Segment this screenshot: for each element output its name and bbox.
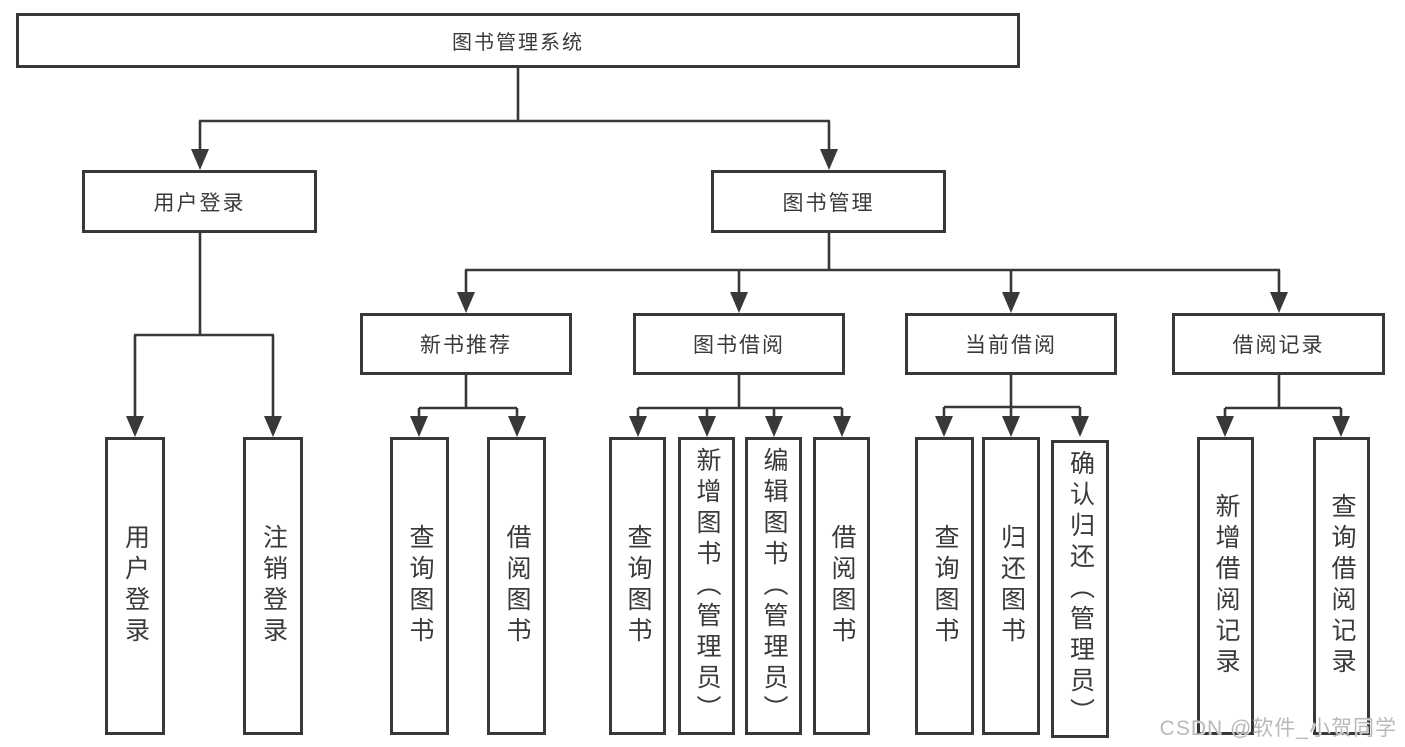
node-new-book-rec: 新书推荐 [360,313,572,375]
node-book-mgmt: 图书管理 [711,170,946,233]
leaf-current-query: 查询图书 [915,437,974,735]
node-label: 新增图书（管理员） [693,446,721,726]
node-label: 归还图书 [997,524,1026,648]
node-label: 图书管理系统 [452,32,584,54]
leaf-borrow-borrow: 借阅图书 [813,437,870,735]
node-label: 当前借阅 [965,334,1057,357]
leaf-record-query: 查询借阅记录 [1313,437,1370,735]
leaf-logout: 注销登录 [243,437,303,735]
node-label: 查询借阅记录 [1328,493,1356,679]
node-user-login: 用户登录 [82,170,317,233]
leaf-newbook-query: 查询图书 [390,437,449,735]
leaf-user-login: 用户登录 [105,437,165,735]
node-label: 借阅记录 [1232,334,1325,357]
node-label: 查询图书 [406,524,434,648]
leaf-current-return: 归还图书 [982,437,1040,735]
node-label: 新书推荐 [420,334,512,357]
root-connector [191,68,838,170]
node-label: 用户登录 [121,524,150,648]
watermark: CSDN @软件_小贺同学 [1159,717,1397,740]
node-label: 查询图书 [624,524,652,648]
leaf-borrow-edit: 编辑图书（管理员） [745,437,802,735]
leaf-record-add: 新增借阅记录 [1197,437,1254,735]
new-book-rec-connector [410,375,526,437]
leaf-current-confirm: 确认归还（管理员） [1051,440,1109,738]
node-label: 查询图书 [931,524,959,648]
leaf-borrow-add: 新增图书（管理员） [678,437,735,735]
user-login-connector [126,233,282,437]
node-label: 确认归还（管理员） [1066,449,1095,729]
book-borrow-connector [629,375,851,437]
node-label: 借阅图书 [503,524,531,648]
leaf-newbook-borrow: 借阅图书 [487,437,546,735]
node-label: 借阅图书 [828,524,856,648]
node-label: 图书借阅 [693,334,785,357]
node-borrow-record: 借阅记录 [1172,313,1385,375]
node-label: 新增借阅记录 [1212,493,1240,679]
node-current-borrow: 当前借阅 [905,313,1117,375]
book-mgmt-connector [457,233,1288,313]
borrow-record-connector [1216,375,1350,437]
node-root: 图书管理系统 [16,13,1020,68]
current-borrow-connector [935,375,1089,437]
node-book-borrow: 图书借阅 [633,313,845,375]
node-label: 图书管理 [782,191,875,215]
node-label: 编辑图书（管理员） [760,446,788,726]
leaf-borrow-query: 查询图书 [609,437,666,735]
node-label: 注销登录 [259,524,288,648]
node-label: 用户登录 [153,191,246,215]
